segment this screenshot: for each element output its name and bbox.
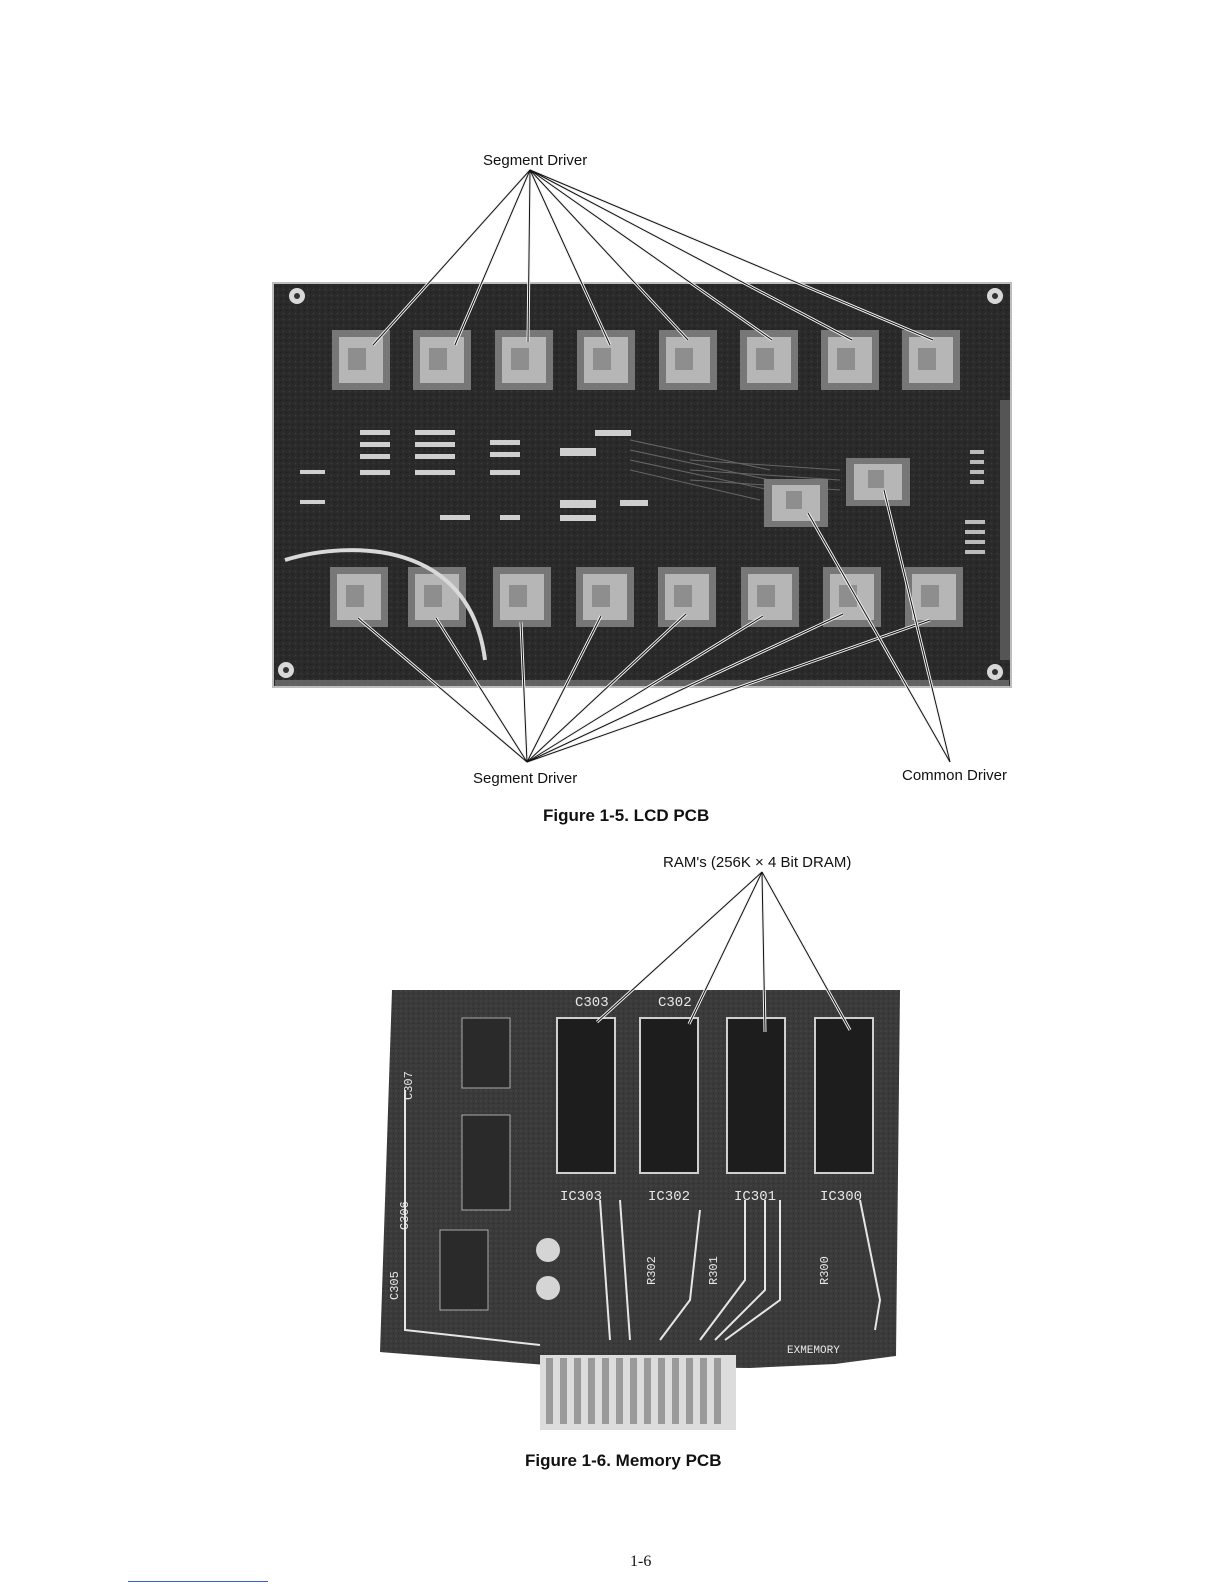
silk-c306: C306 [398, 1201, 412, 1230]
silk-r301: R301 [707, 1256, 721, 1285]
silk-c303: C303 [575, 995, 609, 1011]
silk-r302: R302 [645, 1256, 659, 1285]
silk-c305: C305 [388, 1271, 402, 1300]
memory-pcb-photo [380, 990, 900, 1430]
silk-c307: C307 [402, 1071, 416, 1100]
silk-board: EXMEMORY [787, 1345, 840, 1357]
lcd-pcb-photo [273, 283, 1011, 687]
silk-r300: R300 [818, 1256, 832, 1285]
silk-ic301: IC301 [734, 1189, 776, 1205]
silk-ic303: IC303 [560, 1189, 602, 1205]
silk-ic300: IC300 [820, 1189, 862, 1205]
silk-c302: C302 [658, 995, 692, 1011]
silk-ic302: IC302 [648, 1189, 690, 1205]
